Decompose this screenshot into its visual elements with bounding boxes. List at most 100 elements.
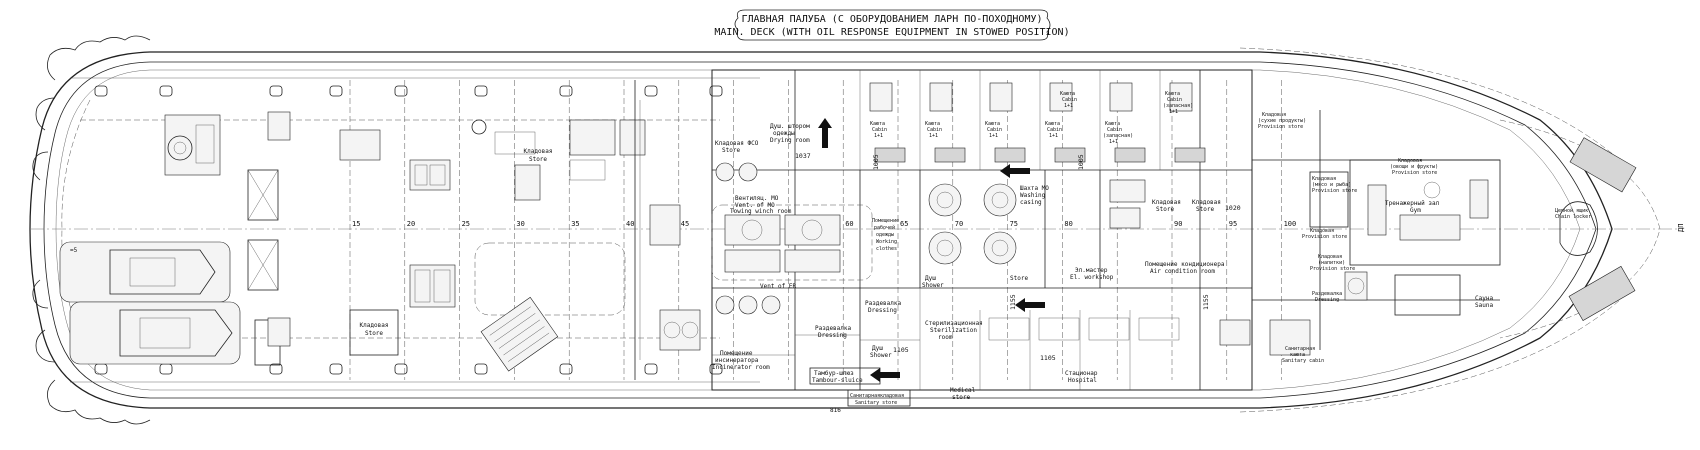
tambour-l1: Тамбур-шлюз — [814, 370, 854, 377]
bollard — [269, 363, 283, 375]
cabin-1-l2: Cabin — [872, 127, 887, 133]
provision-1-l2: (сухие продукты) — [1258, 118, 1306, 124]
cabin-1-l3: 1+1 — [874, 133, 883, 139]
sanitary-store-l1: Санитарная — [850, 393, 880, 399]
provision-4-l1: Кладовая — [1318, 254, 1342, 260]
dim-1105-b: 1105 — [1040, 354, 1056, 362]
gym-l1: Тренажерный зал — [1385, 200, 1440, 207]
hospital-bed — [1088, 317, 1130, 341]
frame-number: 80 — [1064, 220, 1072, 228]
sterilisation-l2: Sterilization — [930, 327, 977, 334]
dimensions: 1037 1005 1005 1020 1155 1155 1105 1105 — [795, 152, 1241, 362]
chain-locker-l2: Chain locker — [1555, 214, 1591, 220]
bollard — [329, 363, 343, 375]
provision-3-l3: Provision store — [1312, 188, 1357, 194]
drying-room-l1: Душ. штором — [770, 123, 810, 130]
bollard — [644, 363, 658, 375]
dressing-3-l1: Раздевалка — [1312, 291, 1342, 297]
cabin-5-l3: 1+1 — [1049, 133, 1058, 139]
frame-grid: 1520253035404550556065707580859095100 — [349, 80, 1296, 380]
provision-2-l1: Кладовая — [1398, 158, 1422, 164]
cabin-7-l1: Каюта — [1165, 91, 1180, 97]
centerline-mark: ДП — [1677, 224, 1685, 232]
frame-number: 90 — [1174, 220, 1182, 228]
dressing-1-l1: Раздевалка — [815, 325, 852, 332]
cabin-6-l4: 1+1 — [1109, 139, 1118, 145]
store-mid-label: Store — [1010, 275, 1028, 282]
incinerator-l2: инсинератора — [715, 357, 759, 364]
bollard — [94, 85, 108, 97]
washing-l1: Шахта МО — [1020, 185, 1049, 192]
cabin-4-l2: Cabin — [1062, 97, 1077, 103]
sanitary-cabin-l1: Санитарная — [1285, 346, 1315, 352]
incinerator-l3: Incinerator room — [712, 364, 770, 371]
store-aft-low-l2: Store — [365, 330, 383, 337]
provision-3-l1: Кладовая — [1312, 176, 1336, 182]
provision-5-l2: Provision store — [1302, 234, 1347, 240]
sanitary-store-l2: кладовая — [880, 393, 904, 399]
dim-1020: 1020 — [1225, 204, 1241, 212]
bollard — [159, 85, 173, 97]
frame-number: 35 — [571, 220, 579, 228]
sauna-l2: Sauna — [1475, 302, 1493, 309]
cabin-7-l2: Cabin — [1167, 97, 1182, 103]
provision-4-l3: Provision store — [1310, 266, 1355, 272]
store-mid3-l1: Кладовая — [1192, 199, 1221, 206]
bollard — [474, 363, 488, 375]
frame-number: 30 — [516, 220, 524, 228]
cabin-bed — [989, 82, 1013, 112]
frame-number: 60 — [845, 220, 853, 228]
dim-1005-b: 1005 — [1077, 154, 1085, 170]
title-ru: ГЛАВНАЯ ПАЛУБА (С ОБОРУДОВАНИЕМ ЛАРН ПО-… — [741, 14, 1042, 25]
gym-l2: Gym — [1410, 207, 1421, 214]
provision-4-l2: (напитки) — [1318, 260, 1345, 266]
store-ffo-l2: Store — [722, 147, 740, 154]
dim-1155-a: 1155 — [1009, 294, 1017, 310]
cabin-5-l1: Каюта — [1045, 121, 1060, 127]
frame-number: 75 — [1010, 220, 1018, 228]
cabin-2-l3: 1+1 — [929, 133, 938, 139]
chain-locker-l1: Цепной ящик — [1555, 208, 1588, 214]
shower-2-l1: Душ — [925, 275, 936, 282]
sterilisation-l1: Стерилизационная — [925, 320, 983, 327]
working-clothes-l1: Помещение — [872, 218, 899, 224]
cabin-3-l1: Каюта — [985, 121, 1000, 127]
frame-number: 25 — [462, 220, 470, 228]
room-labels: Помещение рабочей одежды Working clothes… — [809, 185, 1225, 414]
cabin-7-l4: 1+1 — [1169, 109, 1178, 115]
vent-mo-l2: Vent. of MO — [735, 202, 775, 209]
frame-number: 95 — [1229, 220, 1237, 228]
cabin-6-l2: Cabin — [1107, 127, 1122, 133]
washing-l3: casing — [1020, 199, 1042, 206]
num-816: 816 — [830, 407, 841, 414]
dim-1155-b: 1155 — [1202, 294, 1210, 310]
bollard — [394, 85, 408, 97]
cabin-5-l2: Cabin — [1047, 127, 1062, 133]
el-workshop-l1: Эл.мастер — [1075, 267, 1108, 274]
bollard — [559, 363, 573, 375]
drying-room-l2: одежды — [773, 130, 795, 137]
dressing-3-l2: Dressing — [1315, 297, 1339, 303]
aft-deck-equipment: =5 Кладовая Store — [59, 77, 760, 383]
hospital-bed — [1138, 317, 1180, 341]
provision-1-l3: Provision store — [1258, 124, 1303, 130]
air-condition-l1: Помещение кондиционера — [1145, 261, 1225, 268]
towing-winch-room: Вентиляц. МО Vent. of MO Towing winch ro… — [711, 123, 873, 371]
store-mid2-l1: Кладовая — [1152, 199, 1181, 206]
tambour-l2: Tambour-sluice — [812, 377, 863, 384]
dressing-2-l2: Dressing — [868, 307, 897, 314]
cabin-3-l2: Cabin — [987, 127, 1002, 133]
cabin-7-l3: (запасная) — [1163, 103, 1193, 109]
dim-1037: 1037 — [795, 152, 811, 160]
frame-number: 20 — [407, 220, 415, 228]
hospital-beds — [988, 317, 1180, 341]
sanitary-cabin-l3: Sanitary cabin — [1282, 358, 1324, 364]
cabin-6-l1: Каюта — [1105, 121, 1120, 127]
frame-number: 40 — [626, 220, 634, 228]
frame-number: 45 — [681, 220, 689, 228]
cabin-desk — [874, 147, 906, 163]
egress-arrows — [818, 118, 1045, 382]
cabin-3-l3: 1+1 — [989, 133, 998, 139]
bollard — [644, 85, 658, 97]
